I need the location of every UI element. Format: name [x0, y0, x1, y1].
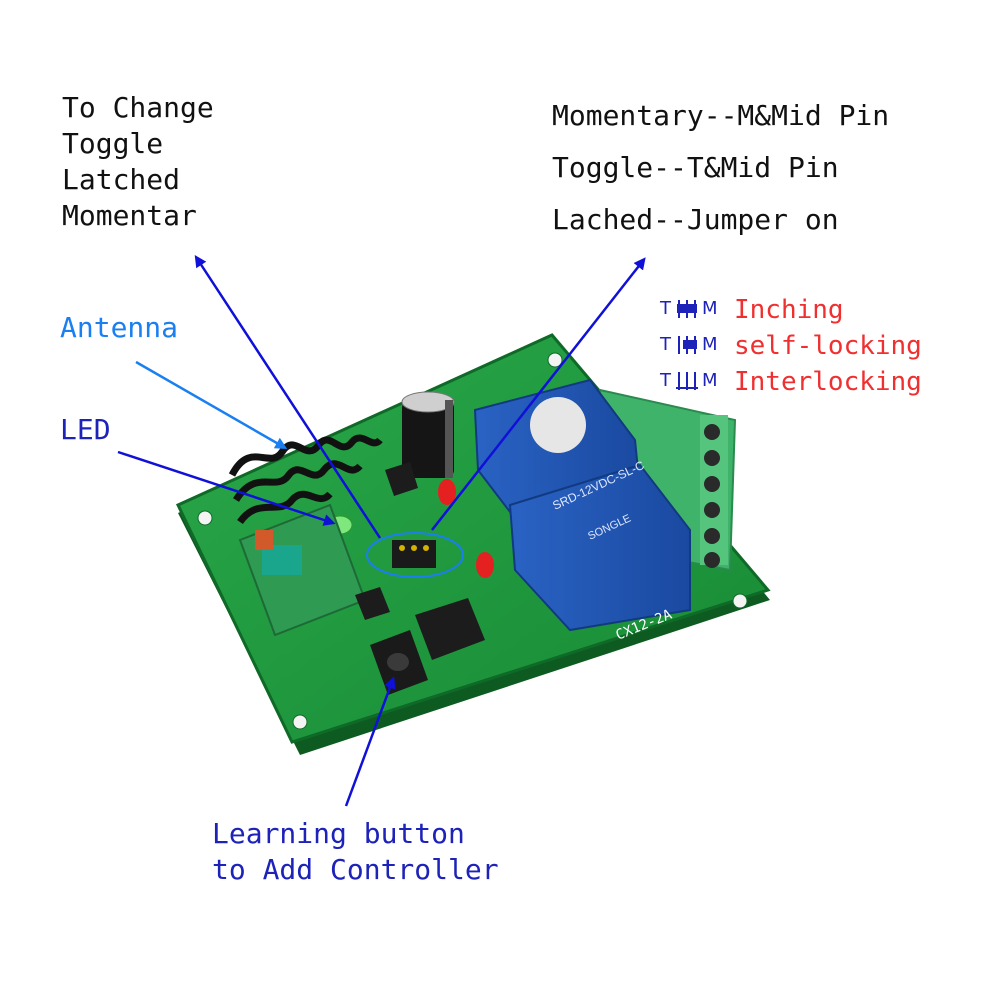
legend-text: self-locking	[734, 331, 922, 361]
jumper-interlocking-icon	[676, 372, 698, 390]
jumper-header	[392, 540, 436, 568]
legend-text: Interlocking	[734, 367, 922, 397]
change-modes-line: Latched	[62, 163, 181, 196]
arrow-antenna	[135, 360, 288, 449]
learning-line: Learning button	[212, 817, 465, 850]
legend-t: T	[660, 370, 671, 391]
relay-bottom	[508, 463, 691, 632]
arrow-pin-modes	[431, 257, 646, 531]
antenna-coil	[228, 434, 383, 525]
legend-text: Inching	[734, 295, 844, 325]
pin-modes-line: Momentary--M&Mid Pin	[552, 99, 890, 132]
ic-chips	[355, 462, 485, 660]
legend-t: T	[660, 334, 671, 355]
arrow-mode-change	[194, 254, 382, 539]
antenna-label: Antenna	[60, 311, 179, 344]
legend-m: M	[702, 370, 718, 391]
legend-m: M	[702, 298, 718, 319]
capacitor	[401, 391, 455, 478]
learning-line: to Add Controller	[212, 853, 499, 886]
pin-modes-line: Lached--Jumper on	[552, 203, 839, 236]
arrow-learning	[344, 676, 396, 807]
pin-modes-label: Momentary--M&Mid Pin Toggle--T&Mid Pin L…	[552, 90, 889, 246]
learning-button-label: Learning button to Add Controller	[212, 816, 499, 888]
change-modes-line: Toggle	[62, 127, 164, 160]
led-label: LED	[60, 413, 111, 446]
arrow-led	[117, 450, 336, 526]
red-leds	[438, 479, 494, 578]
pin-modes-line: Toggle--T&Mid Pin	[552, 151, 839, 184]
change-modes-label: To Change Toggle Latched Momentar	[62, 90, 214, 234]
jumper-inching-icon	[677, 300, 697, 318]
jumper-self-locking-icon	[678, 336, 697, 354]
legend-t: T	[660, 298, 671, 319]
legend-m: M	[702, 334, 718, 355]
change-modes-line: Momentar	[62, 199, 197, 232]
jumper-highlight-circle	[366, 532, 464, 578]
change-modes-line: To Change	[62, 91, 214, 124]
